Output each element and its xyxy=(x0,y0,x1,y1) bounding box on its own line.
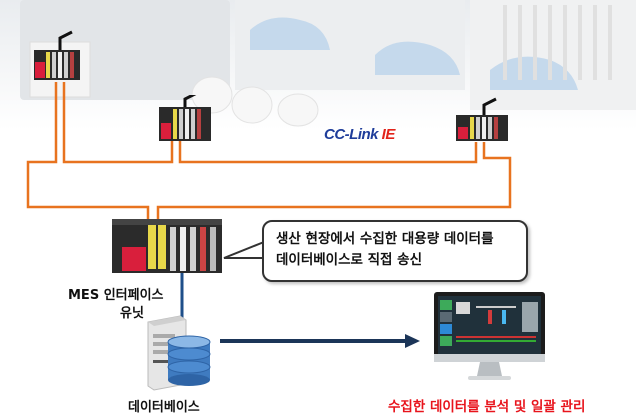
factory-background-illustration xyxy=(0,0,636,130)
callout-pointer xyxy=(223,241,265,259)
database-cylinder-icon xyxy=(167,335,211,386)
callout-text: 생산 현장에서 수집한 대용량 데이터를 데이터베이스로 직접 송신 xyxy=(276,229,526,271)
callout-line-1: 생산 현장에서 수집한 대용량 데이터를 xyxy=(276,231,494,247)
remote-io-station-1[interactable] xyxy=(30,30,85,85)
mes-interface-unit[interactable] xyxy=(110,215,225,275)
cable-station3-to-mes xyxy=(156,142,512,220)
logo-cc-link: CC-Link xyxy=(324,126,379,143)
cable-station1-to-ring xyxy=(26,82,150,220)
mes-unit-label-line1: MES 인터페이스 xyxy=(68,288,164,303)
cable-station1-to-station2 xyxy=(62,82,174,164)
remote-io-station-3[interactable] xyxy=(452,95,512,145)
remote-io-station-2[interactable] xyxy=(155,95,215,145)
cable-station2-to-station3 xyxy=(178,128,478,164)
data-transfer-arrow xyxy=(220,334,420,348)
analysis-caption: 수집한 데이터를 분석 및 일괄 관리 xyxy=(388,399,586,415)
database-server-icon[interactable] xyxy=(140,312,220,392)
logo-ie: IE xyxy=(381,126,396,143)
monitoring-monitor-icon[interactable] xyxy=(432,290,547,382)
cc-link-ie-logo: CC-Link IE xyxy=(324,126,395,143)
callout-bubble xyxy=(262,220,528,282)
callout-line-2: 데이터베이스로 직접 송신 xyxy=(276,252,423,268)
mes-unit-label-line2: 유닛 xyxy=(120,306,144,321)
database-label: 데이터베이스 xyxy=(128,400,200,415)
